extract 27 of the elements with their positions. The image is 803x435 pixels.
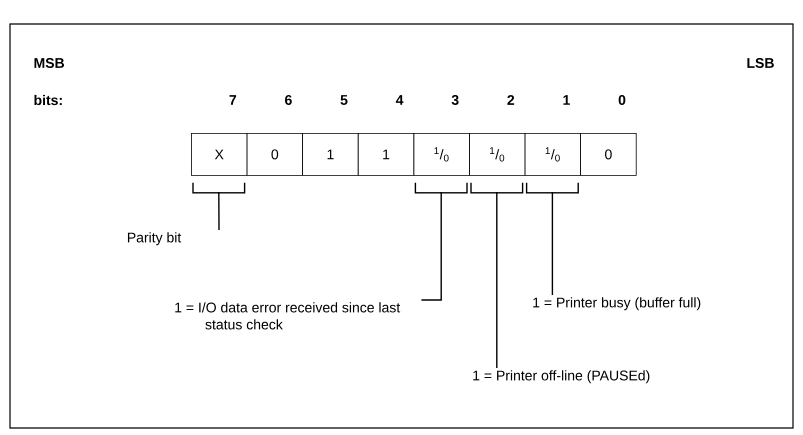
bit-cell: $^{1}$/$_{0}$	[413, 133, 470, 176]
bit-number: 3	[452, 95, 459, 105]
bracket-leader-line	[470, 182, 524, 369]
bits-label: bits:	[34, 94, 62, 106]
bit-cell: 1	[358, 133, 414, 176]
bit-number: 5	[340, 95, 348, 105]
annotation-text: 1 = Printer off-line (PAUSEd)	[473, 370, 650, 384]
bit-number: 2	[507, 95, 514, 105]
annotation-text: Parity bit	[128, 232, 182, 246]
bracket-leader-line	[192, 182, 246, 231]
bit-cell: $^{1}$/$_{0}$	[524, 133, 581, 176]
bit-number: 1	[563, 95, 570, 105]
annotation-text: 1 = Printer busy (buffer full)	[533, 297, 700, 310]
bit-cell: X	[191, 133, 248, 176]
bracket-leader-line	[526, 182, 579, 296]
bit-number: 6	[285, 95, 292, 105]
bit-cell: 0	[580, 133, 637, 176]
bit-number: 7	[230, 95, 236, 105]
bit-number: 0	[618, 95, 626, 105]
bit-cell: $^{1}$/$_{0}$	[469, 133, 526, 176]
bracket-leader-line	[414, 182, 468, 301]
lsb-label: LSB	[747, 58, 774, 68]
msb-label: MSB	[34, 58, 64, 68]
annotation-text: 1 = I/O data error received since last status check	[175, 302, 400, 330]
bit-cell: 0	[246, 133, 303, 176]
bit-number: 4	[396, 95, 404, 105]
bit-cell: 1	[302, 133, 359, 176]
